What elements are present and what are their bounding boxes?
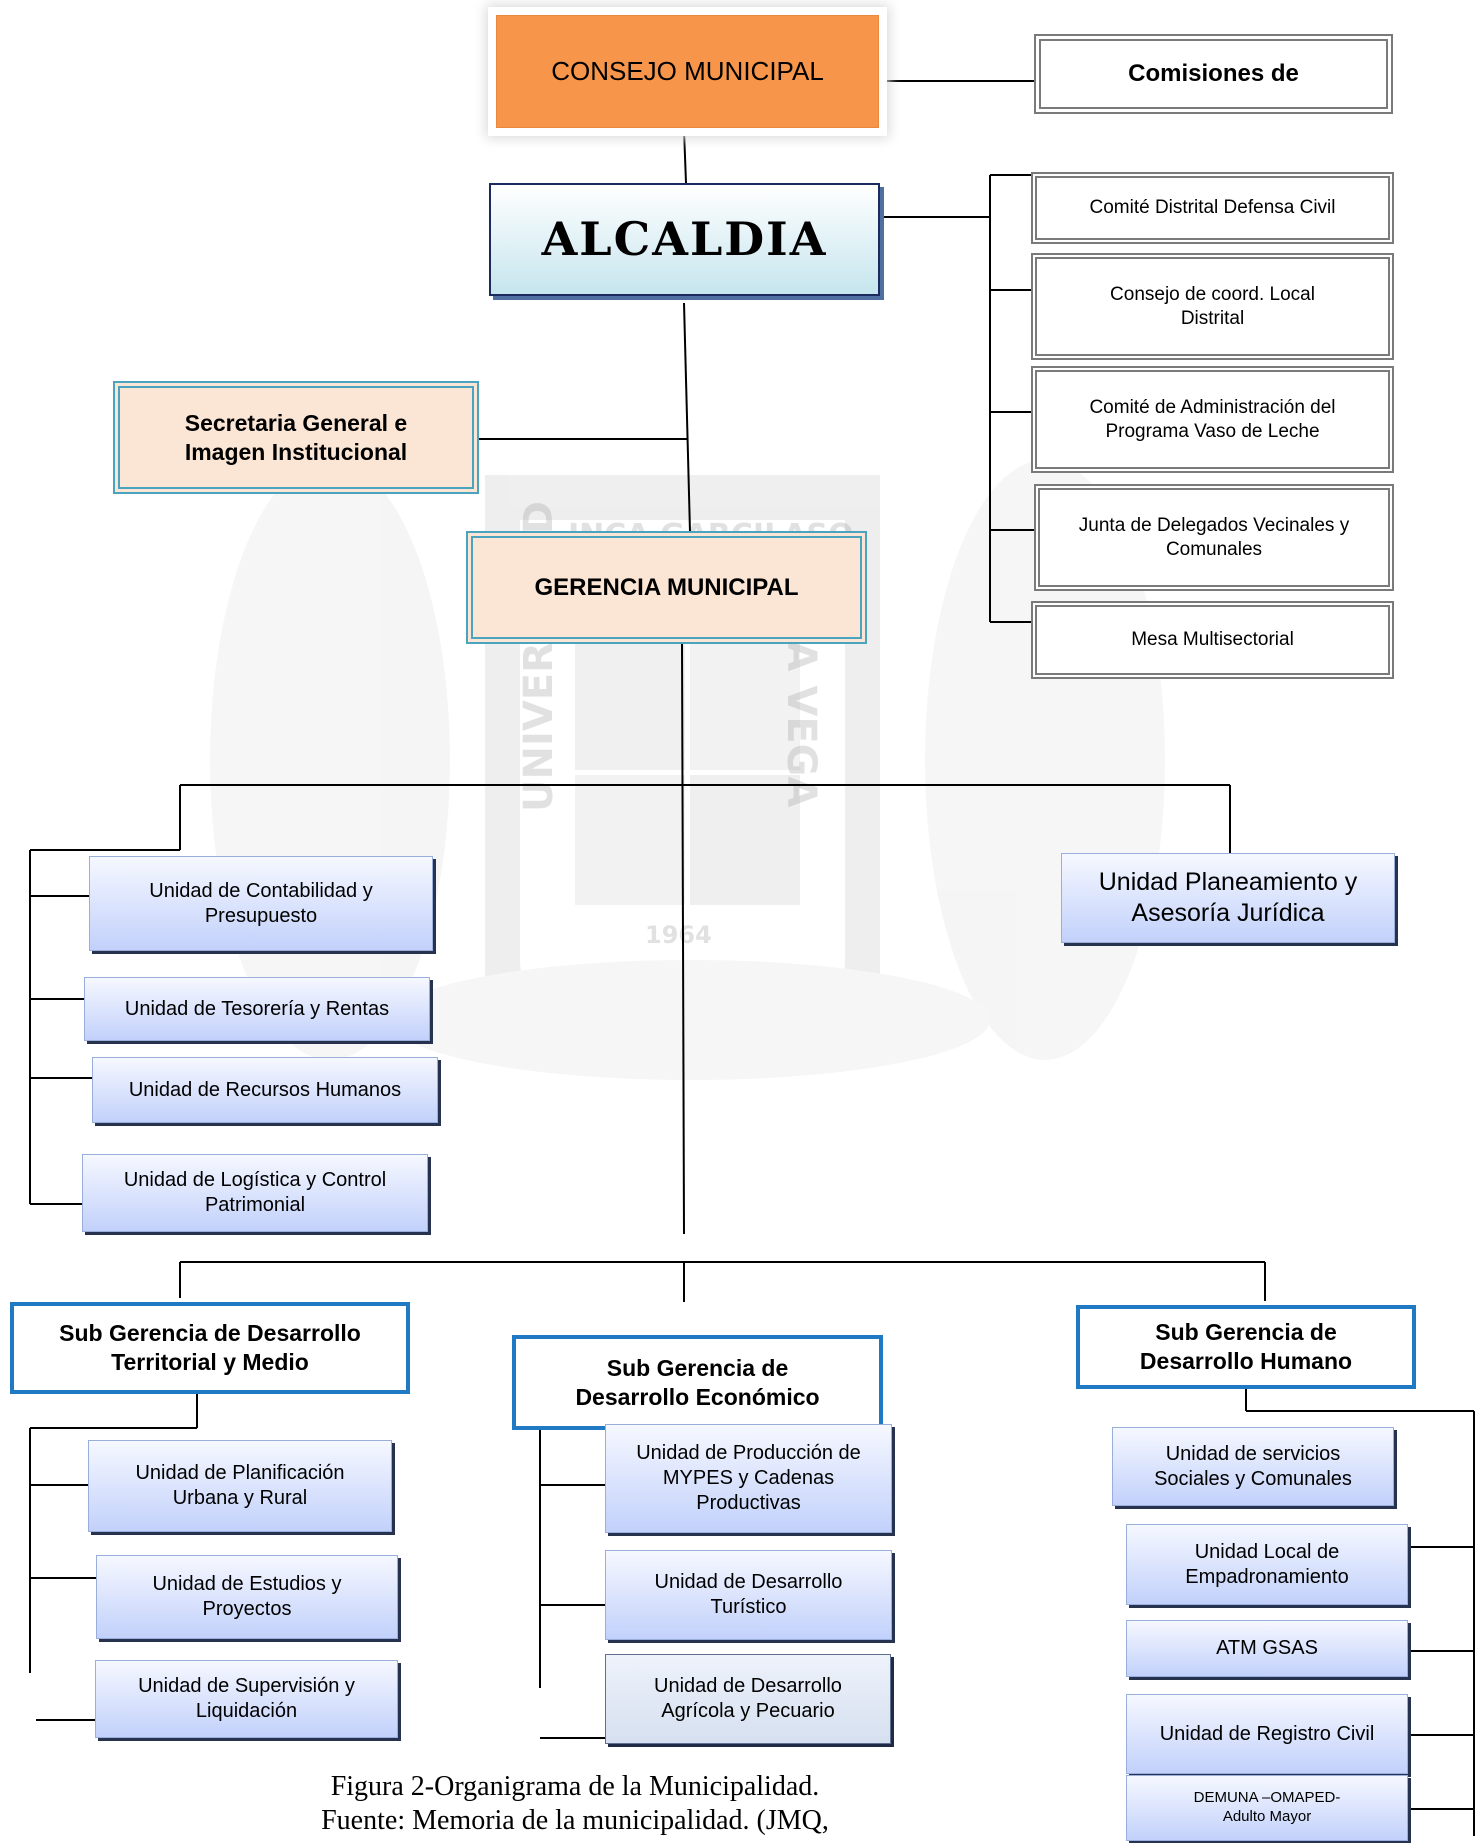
human-unit-5: DEMUNA –OMAPED- Adulto Mayor [1126,1775,1408,1841]
economic-unit-label-2: Unidad de Desarrollo Turístico [654,1571,843,1618]
support-unit-label-3: Unidad de Recursos Humanos [128,1078,402,1101]
economic-unit-label-1: Unidad de Producción de MYPES y Cadenas … [636,1442,861,1514]
human-unit-3: ATM GSAS [1126,1620,1408,1677]
support-unit-4: Unidad de Logística y Control Patrimonia… [82,1154,428,1232]
territorial-unit-label-2: Unidad de Estudios y Proyectos [152,1573,342,1620]
human-unit-label-2: Unidad Local de Empadronamiento [1185,1540,1349,1588]
secretary-label: Secretaria General e Imagen Instituciona… [184,409,408,465]
subgerencia-economico-title: Sub Gerencia de Desarrollo Económico [575,1354,820,1410]
subgerencia-humano-box: Sub Gerencia de Desarrollo Humano [1076,1305,1416,1389]
territorial-unit-3: Unidad de Supervisión y Liquidación [95,1660,398,1738]
economic-unit-2: Unidad de Desarrollo Turístico [605,1550,892,1640]
support-unit-label-1: Unidad de Contabilidad y Presupuesto [149,879,373,927]
support-unit-2: Unidad de Tesorería y Rentas [84,977,430,1041]
advisory-box-1: Comité Distrital Defensa Civil [1031,172,1394,244]
subgerencia-territorial-title: Sub Gerencia de Desarrollo Territorial y… [59,1320,361,1375]
planning-unit-label: Unidad Planeamiento y Asesoría Jurídica [1098,867,1358,927]
subgerencia-economico-box: Sub Gerencia de Desarrollo Económico [512,1335,883,1430]
secretary-box: Secretaria General e Imagen Instituciona… [113,381,479,494]
figure-caption-line-1: Figura 2-Organigrama de la Municipalidad… [330,1771,820,1802]
territorial-unit-label-3: Unidad de Supervisión y Liquidación [138,1675,355,1722]
subgerencia-territorial-box: Sub Gerencia de Desarrollo Territorial y… [10,1302,410,1394]
planning-unit-box: Unidad Planeamiento y Asesoría Jurídica [1061,853,1395,943]
advisory-box-3: Comité de Administración del Programa Va… [1031,366,1394,473]
human-unit-label-4: Unidad de Registro Civil [1159,1722,1375,1745]
watermark-right-text: LA VEGA [778,615,824,807]
advisory-label-4: Junta de Delegados Vecinales y Comunales [1078,514,1350,560]
human-unit-2: Unidad Local de Empadronamiento [1126,1524,1408,1605]
economic-unit-label-3: Unidad de Desarrollo Agrícola y Pecuario [654,1675,842,1722]
economic-unit-1: Unidad de Producción de MYPES y Cadenas … [605,1424,892,1533]
support-unit-3: Unidad de Recursos Humanos [92,1057,438,1123]
figure-caption: Figura 2-Organigrama de la Municipalidad… [170,1770,980,1837]
territorial-unit-1: Unidad de Planificación Urbana y Rural [88,1440,392,1532]
advisory-label-5: Mesa Multisectorial [1131,629,1294,651]
watermark-year-text: 1964 [645,921,712,949]
advisory-label-3: Comité de Administración del Programa Va… [1089,396,1336,442]
mayor-box: ALCALDIA [489,183,880,296]
economic-unit-3: Unidad de Desarrollo Agrícola y Pecuario [605,1654,891,1744]
council-box: CONSEJO MUNICIPAL [496,15,879,128]
advisory-label-2: Consejo de coord. Local Distrital [1110,283,1315,329]
support-unit-label-2: Unidad de Tesorería y Rentas [124,997,390,1020]
support-unit-label-4: Unidad de Logística y Control Patrimonia… [123,1169,387,1216]
management-box: GERENCIA MUNICIPAL [466,531,867,644]
mayor-label: ALCALDIA [541,211,828,266]
human-unit-1: Unidad de servicios Sociales y Comunales [1112,1427,1394,1506]
territorial-unit-label-1: Unidad de Planificación Urbana y Rural [135,1462,345,1509]
advisory-label-1: Comité Distrital Defensa Civil [1089,197,1336,219]
human-unit-label-3: ATM GSAS [1216,1637,1318,1659]
territorial-unit-2: Unidad de Estudios y Proyectos [96,1555,398,1639]
support-unit-1: Unidad de Contabilidad y Presupuesto [89,856,433,951]
commissions-label: Comisiones de [1128,60,1299,87]
subgerencia-humano-title: Sub Gerencia de Desarrollo Humano [1139,1319,1353,1374]
figure-caption-line-2: Fuente: Memoria de la municipalidad. (JM… [321,1804,829,1836]
advisory-box-4: Junta de Delegados Vecinales y Comunales [1034,484,1394,591]
human-unit-4: Unidad de Registro Civil [1126,1694,1408,1774]
management-label: GERENCIA MUNICIPAL [534,573,799,601]
advisory-box-2: Consejo de coord. Local Distrital [1031,253,1394,360]
human-unit-label-5: DEMUNA –OMAPED- Adulto Mayor [1193,1789,1341,1825]
council-label: CONSEJO MUNICIPAL [551,56,824,87]
commissions-box: Comisiones de [1034,34,1393,114]
human-unit-label-1: Unidad de servicios Sociales y Comunales [1154,1442,1352,1490]
advisory-box-5: Mesa Multisectorial [1031,601,1394,679]
